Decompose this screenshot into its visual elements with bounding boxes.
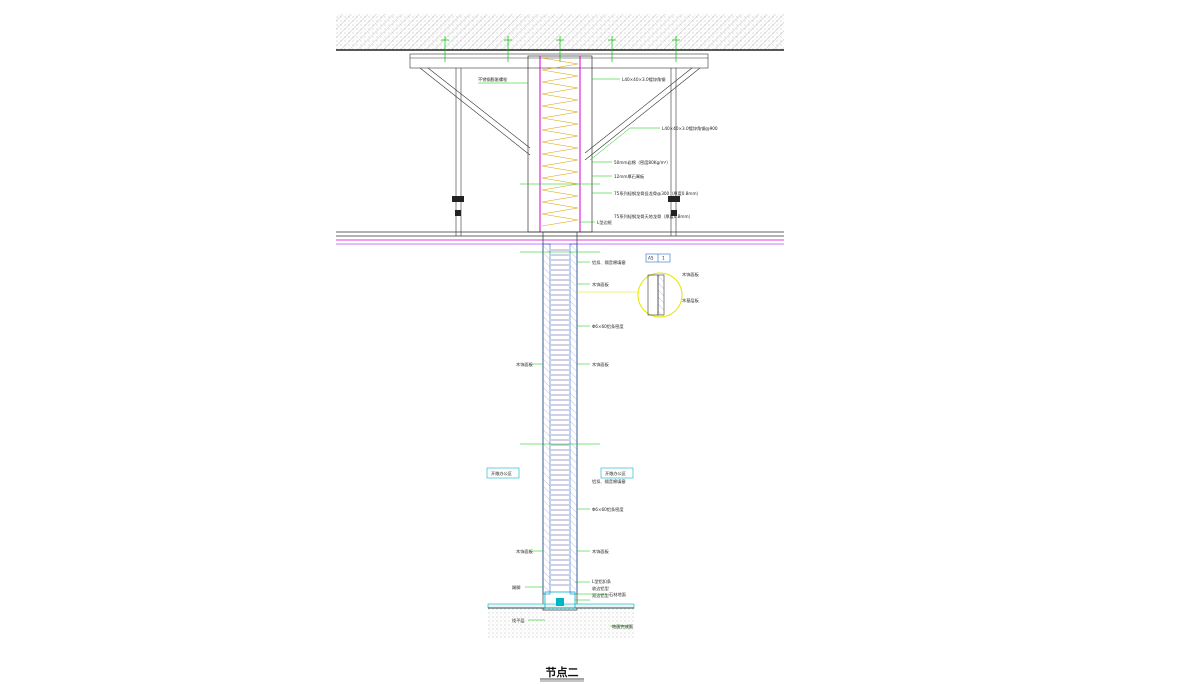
annotation-labels: 不锈钢膨胀螺栓 L40×40×3.0镀锌角钢 L40×40×3.0镀锌角钢@90…	[478, 76, 718, 630]
label-detail-2: 木基层板	[682, 297, 700, 304]
label-finish-floor: 地面完成面	[612, 623, 633, 630]
anchor-bolts	[441, 36, 680, 62]
label-anchor-bolt: 不锈钢膨胀螺栓	[478, 76, 508, 83]
label-sound-fill-2: 铝扣、隔音棉填塞	[592, 478, 626, 485]
label-vertical-keel: 75系列轻钢龙骨竖龙骨@300（厚度0.8mm）	[614, 190, 701, 197]
steel-angle-frame	[409, 53, 709, 236]
label-wood-panel-right-2: 木饰面板	[592, 548, 610, 555]
label-rock-wool: 50mm岩棉（密度80Kg/m³）	[614, 159, 671, 166]
label-gypsum: 12mm厚石膏板	[614, 173, 645, 180]
leader-lines	[478, 78, 660, 627]
room-tag-left: 开敞办公区	[486, 467, 520, 479]
label-edge-trim: 收边铝型	[592, 585, 609, 592]
room-name-right: 开敞办公区	[605, 470, 626, 477]
label-leveling: 找平层	[512, 617, 525, 624]
label-double-trim: 双边铝型	[592, 592, 609, 599]
label-wood-panel-1: 木饰面板	[592, 281, 610, 288]
label-wood-panel-right-1: 木饰面板	[592, 361, 610, 368]
ceiling-line	[336, 231, 784, 245]
upper-partition-insulation	[527, 55, 593, 233]
label-stone-floor: 石材地面	[609, 591, 626, 598]
ref-tag-number: 1	[662, 256, 665, 261]
ceiling-hanger-fixtures	[452, 196, 680, 216]
title-text: 节点二	[546, 665, 579, 679]
label-sound-fill-1: 铝扣、隔音棉填塞	[592, 259, 626, 266]
label-wood-panel-left-1: 木饰面板	[516, 361, 534, 368]
drawing-title: 节点二	[540, 665, 584, 682]
lower-partition	[542, 231, 578, 611]
label-steel-angle: L40×40×3.0镀锌角钢	[622, 76, 665, 83]
label-wood-panel-left-2: 木饰面板	[516, 548, 534, 555]
label-steel-angle-900: L40×40×3.0镀锌角钢@900	[662, 125, 718, 132]
label-skirting: 踢脚	[512, 584, 520, 591]
reference-tag: A5 1	[645, 253, 671, 263]
label-l-trim: L型铝扣条	[592, 578, 612, 585]
ceiling-slab	[336, 14, 784, 51]
label-aluminum-strip-1: Φ6×60铝条密度	[592, 323, 624, 330]
ref-tag-left: A5	[648, 256, 654, 261]
label-l-frame: L型边框	[597, 219, 613, 226]
label-aluminum-strip-2: Φ6×60铝条密度	[592, 506, 624, 513]
floor-slab	[487, 591, 635, 638]
label-track-keel: 75系列轻钢龙骨天地龙骨（厚度0.8mm）	[614, 213, 693, 220]
label-detail-1: 木饰面板	[682, 271, 700, 278]
room-name-left: 开敞办公区	[491, 470, 512, 477]
room-tag-right: 开敞办公区	[600, 467, 634, 479]
detail-callout	[578, 272, 683, 318]
